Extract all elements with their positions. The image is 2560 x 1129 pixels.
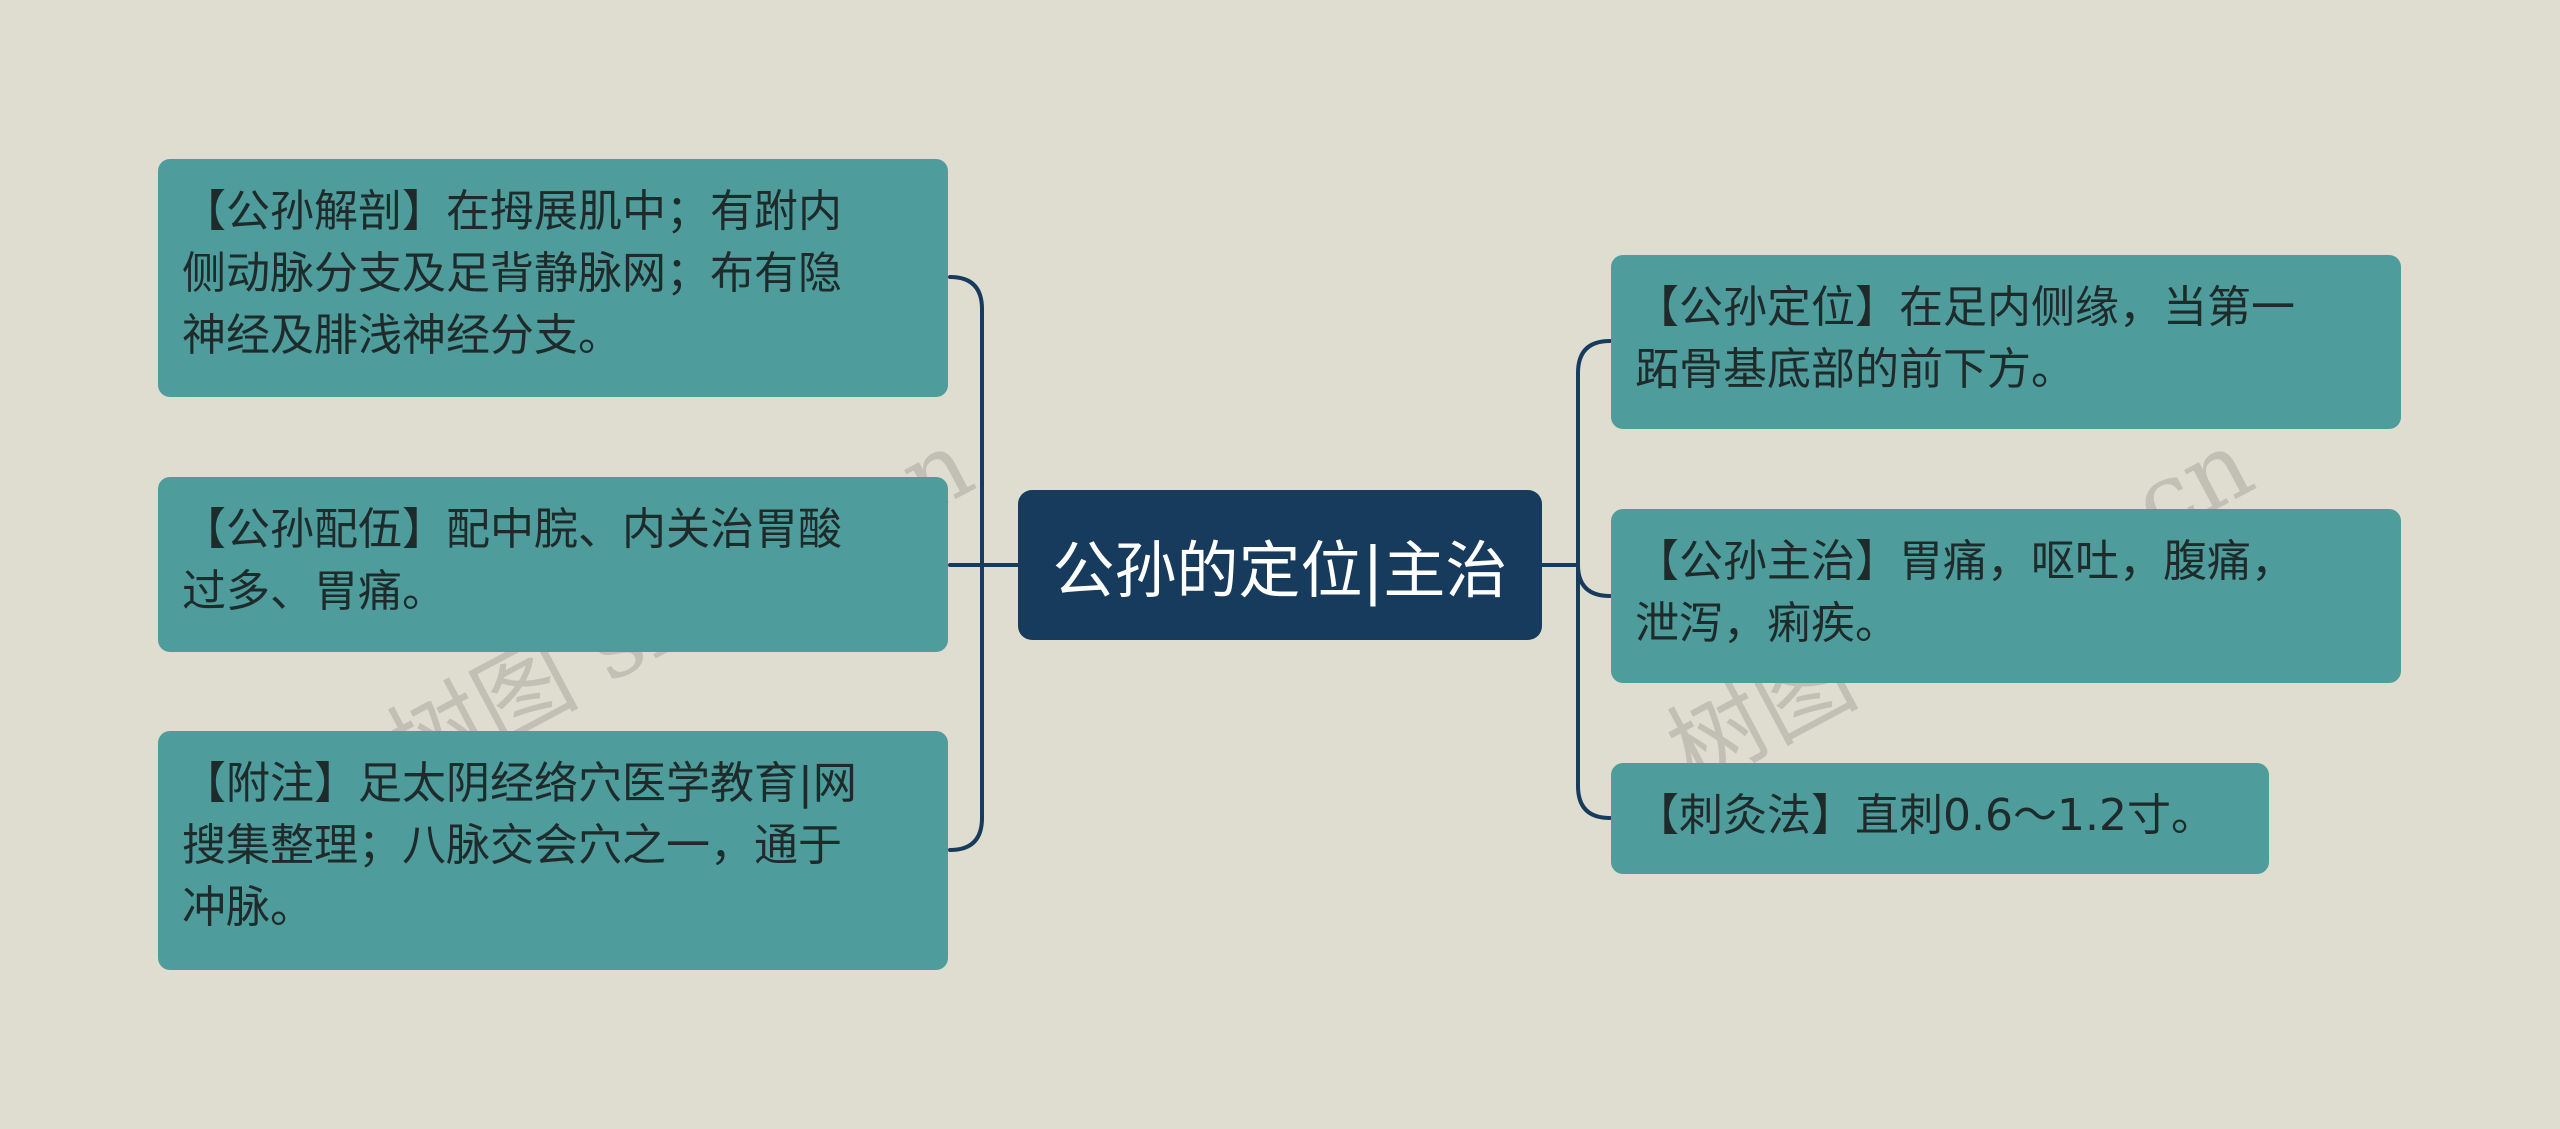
node-needling[interactable]: 【刺灸法】直刺0.6～1.2寸。 (1611, 763, 2269, 874)
node-anatomy[interactable]: 【公孙解剖】在拇展肌中；有跗内 侧动脉分支及足背静脉网；布有隐 神经及腓浅神经分… (158, 159, 948, 397)
node-note[interactable]: 【附注】足太阴经络穴医学教育|网 搜集整理；八脉交会穴之一，通于 冲脉。 (158, 731, 948, 970)
node-combination[interactable]: 【公孙配伍】配中脘、内关治胃酸 过多、胃痛。 (158, 477, 948, 652)
node-location[interactable]: 【公孙定位】在足内侧缘，当第一 跖骨基底部的前下方。 (1611, 255, 2401, 429)
root-label: 公孙的定位|主治 (1052, 534, 1508, 607)
root-node[interactable]: 公孙的定位|主治 (1018, 490, 1542, 640)
node-indications[interactable]: 【公孙主治】胃痛，呕吐，腹痛， 泄泻，痢疾。 (1611, 509, 2401, 683)
